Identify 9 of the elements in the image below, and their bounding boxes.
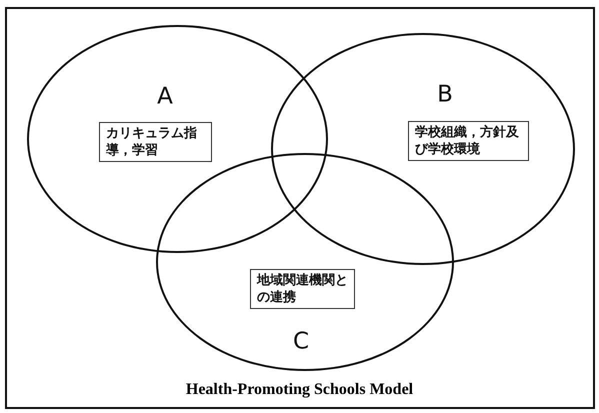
caption: Health-Promoting Schools Model bbox=[186, 381, 414, 398]
text-box: 学校組織，方針及び学校環境 bbox=[408, 121, 529, 161]
ellipse bbox=[271, 33, 575, 265]
circle-letter: B bbox=[437, 84, 453, 106]
text-box: カリキュラム指導，学習 bbox=[99, 122, 212, 162]
circle-letter: A bbox=[157, 86, 173, 108]
ellipse bbox=[27, 25, 328, 253]
circle-letter: C bbox=[292, 330, 310, 354]
text-box: 地域関連機関との連携 bbox=[250, 269, 355, 309]
